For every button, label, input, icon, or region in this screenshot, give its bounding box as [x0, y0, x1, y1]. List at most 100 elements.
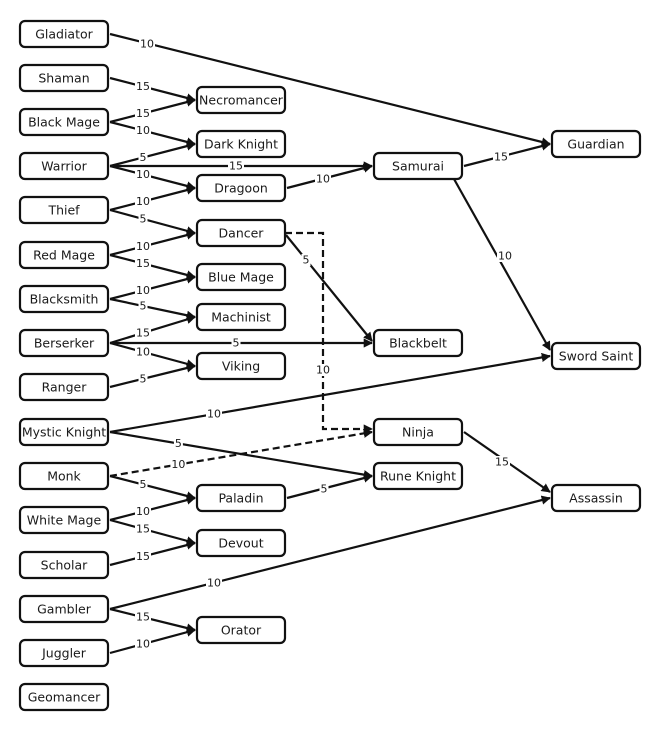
- node-box: [18, 107, 110, 137]
- node-label: Devout: [218, 536, 263, 551]
- node-box: [18, 151, 110, 181]
- edge-label-background: [319, 483, 329, 495]
- node-guardian: Guardian: [550, 129, 642, 159]
- edge-label-text: 10: [316, 173, 330, 186]
- edge-label-background: [135, 345, 151, 358]
- edge-label: 5: [138, 212, 148, 225]
- node-box: [195, 483, 287, 513]
- node-box: [18, 372, 110, 402]
- node-ninja: Ninja: [372, 417, 464, 447]
- edge-dancer-to-ninja: [285, 231, 373, 434]
- edge-label: 10: [135, 284, 151, 297]
- edge-label-background: [135, 522, 151, 535]
- edge-gambler-to-assassin: [109, 495, 551, 611]
- edge-label-text: 10: [136, 345, 150, 358]
- edge-monk-to-paladin: [109, 474, 196, 501]
- node-box: [195, 262, 287, 292]
- node-ranger: Ranger: [18, 372, 110, 402]
- node-label: Geomancer: [28, 690, 101, 705]
- edge-label-text: 10: [498, 250, 512, 263]
- edge-label-text: 5: [140, 478, 147, 491]
- edge-label-background: [301, 254, 311, 266]
- node-orator: Orator: [195, 615, 287, 645]
- edge-label-background: [170, 458, 187, 471]
- node-box: [195, 173, 287, 203]
- edge-juggler-to-orator: [109, 627, 196, 655]
- edge-monk-to-ninja: [109, 428, 373, 478]
- edge-label-background: [138, 372, 148, 385]
- node-geomancer: Geomancer: [18, 682, 110, 712]
- node-box: [18, 240, 110, 270]
- edge-label-text: 10: [136, 240, 150, 253]
- edge-warrior-to-dark-knight: [109, 141, 196, 168]
- node-box: [195, 302, 287, 332]
- edge-label-text: 10: [207, 408, 221, 421]
- node-label: Ninja: [402, 425, 434, 440]
- node-label: Monk: [47, 469, 81, 484]
- node-label: Necromancer: [199, 93, 284, 108]
- edge-thief-to-dragoon: [109, 185, 196, 212]
- edge-label: 5: [231, 337, 241, 350]
- edge-label: 15: [135, 107, 151, 120]
- edge-label-text: 15: [495, 456, 509, 469]
- edge-label-text: 15: [229, 160, 243, 173]
- node-viking: Viking: [195, 351, 287, 381]
- node-box: [550, 483, 642, 513]
- edge-label-background: [135, 550, 151, 563]
- node-mystic-knight: Mystic Knight: [18, 417, 110, 447]
- edge-label-text: 10: [136, 168, 150, 181]
- edge-label-background: [138, 299, 148, 312]
- edge-label: 10: [497, 250, 513, 263]
- edge-label-background: [135, 240, 151, 253]
- edge-label-text: 5: [233, 337, 240, 350]
- edge-gambler-to-orator: [109, 607, 196, 633]
- edge-label-background: [173, 437, 183, 450]
- edge-label-background: [138, 151, 148, 164]
- edge-label-background: [497, 250, 513, 262]
- edge-label-text: 10: [136, 195, 150, 208]
- edge-blacksmith-to-machinist: [109, 297, 196, 320]
- edge-label: 10: [135, 168, 151, 181]
- edge-label-background: [135, 505, 151, 518]
- edge-label: 15: [135, 522, 151, 535]
- node-scholar: Scholar: [18, 550, 110, 580]
- node-box: [18, 417, 110, 447]
- edge-dancer-to-blackbelt: [285, 234, 373, 342]
- edge-label: 10: [135, 240, 151, 253]
- edge-label-text: 10: [140, 38, 154, 51]
- node-label: Red Mage: [33, 248, 95, 263]
- edge-label-background: [135, 124, 151, 137]
- node-label: Warrior: [41, 159, 87, 174]
- node-label: Shaman: [38, 71, 89, 86]
- node-shaman: Shaman: [18, 63, 110, 93]
- edge-label-background: [206, 408, 222, 421]
- node-box: [550, 129, 642, 159]
- node-gambler: Gambler: [18, 594, 110, 624]
- node-label: Thief: [47, 203, 80, 218]
- edge-warrior-to-dragoon: [109, 164, 196, 191]
- node-box: [18, 682, 110, 712]
- edge-label-text: 10: [171, 458, 185, 471]
- edge-label-background: [135, 107, 151, 120]
- node-box: [550, 341, 642, 371]
- node-box: [18, 638, 110, 668]
- edge-label-text: 5: [175, 437, 182, 450]
- edge-label-background: [139, 38, 155, 50]
- edge-ranger-to-viking: [109, 363, 196, 389]
- node-devout: Devout: [195, 528, 287, 558]
- edge-label: 10: [206, 408, 222, 421]
- edge-label-text: 5: [140, 212, 147, 225]
- node-warrior: Warrior: [18, 151, 110, 181]
- edge-label: 5: [138, 372, 148, 385]
- edge-label: 15: [135, 326, 151, 339]
- node-label: Mystic Knight: [22, 425, 106, 440]
- node-label: Gambler: [37, 602, 92, 617]
- edge-label: 10: [135, 638, 151, 651]
- node-necromancer: Necromancer: [195, 85, 287, 115]
- node-dancer: Dancer: [195, 218, 287, 248]
- edge-thief-to-dancer: [109, 208, 196, 236]
- edge-scholar-to-devout: [109, 540, 196, 567]
- edge-white-mage-to-paladin: [109, 495, 196, 522]
